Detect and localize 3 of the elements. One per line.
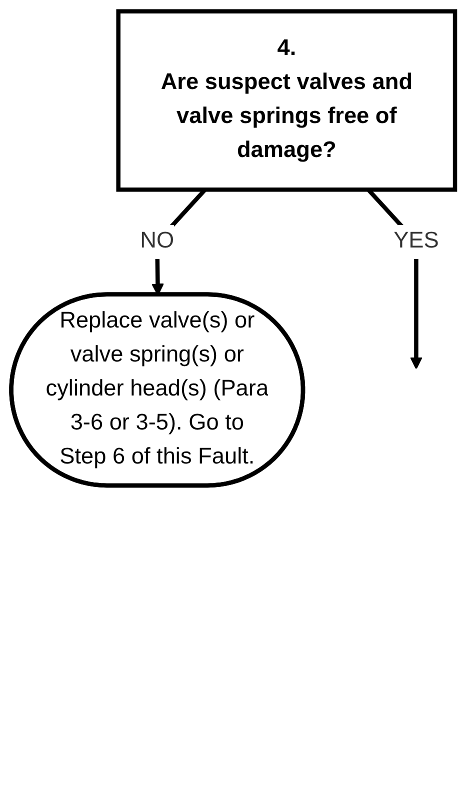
- edge-label: NO: [140, 229, 174, 254]
- node-box: 4. Are suspect valves and valve springs free of damage?: [116, 9, 458, 192]
- edge-label: YES: [394, 229, 439, 254]
